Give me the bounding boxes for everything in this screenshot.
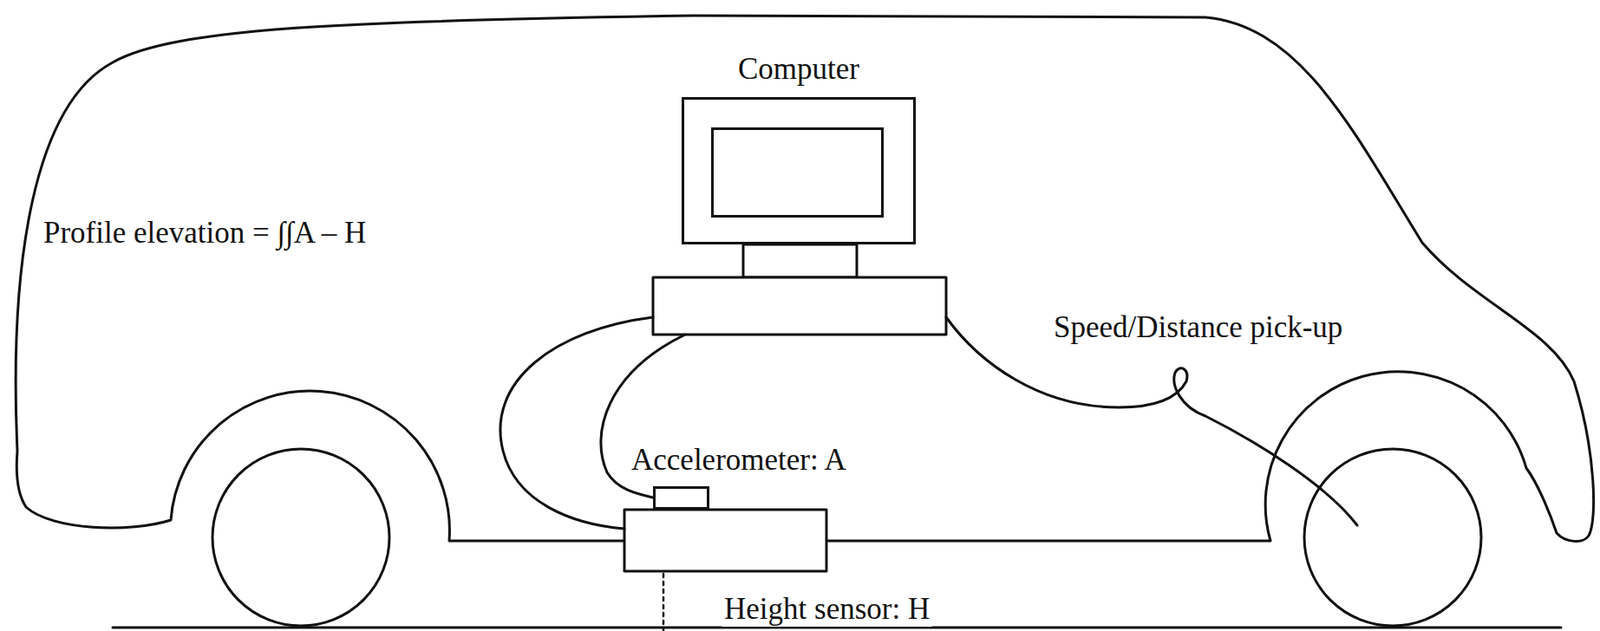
formula-label: Profile elevation = ∫∫A – H xyxy=(40,216,369,251)
monitor-stand xyxy=(743,244,857,278)
accelerometer-box: Accelerometer: A xyxy=(653,486,710,510)
sensor-label: Height sensor: H xyxy=(721,593,933,627)
computer-base xyxy=(653,277,947,335)
sensor-housing xyxy=(624,509,827,572)
node-heading: Accelerometer: A xyxy=(631,444,847,478)
monitor-screen xyxy=(711,127,884,218)
rear-wheel xyxy=(212,449,390,627)
speed-wire xyxy=(946,317,1358,526)
ground-line xyxy=(112,626,1561,630)
pickup-label: Speed/Distance pick-up xyxy=(1051,311,1346,346)
height-beam xyxy=(662,574,666,631)
computer-monitor: Computer xyxy=(681,97,916,245)
wire xyxy=(500,317,654,529)
node-heading: Computer xyxy=(737,52,860,87)
front-wheel xyxy=(1304,449,1482,627)
